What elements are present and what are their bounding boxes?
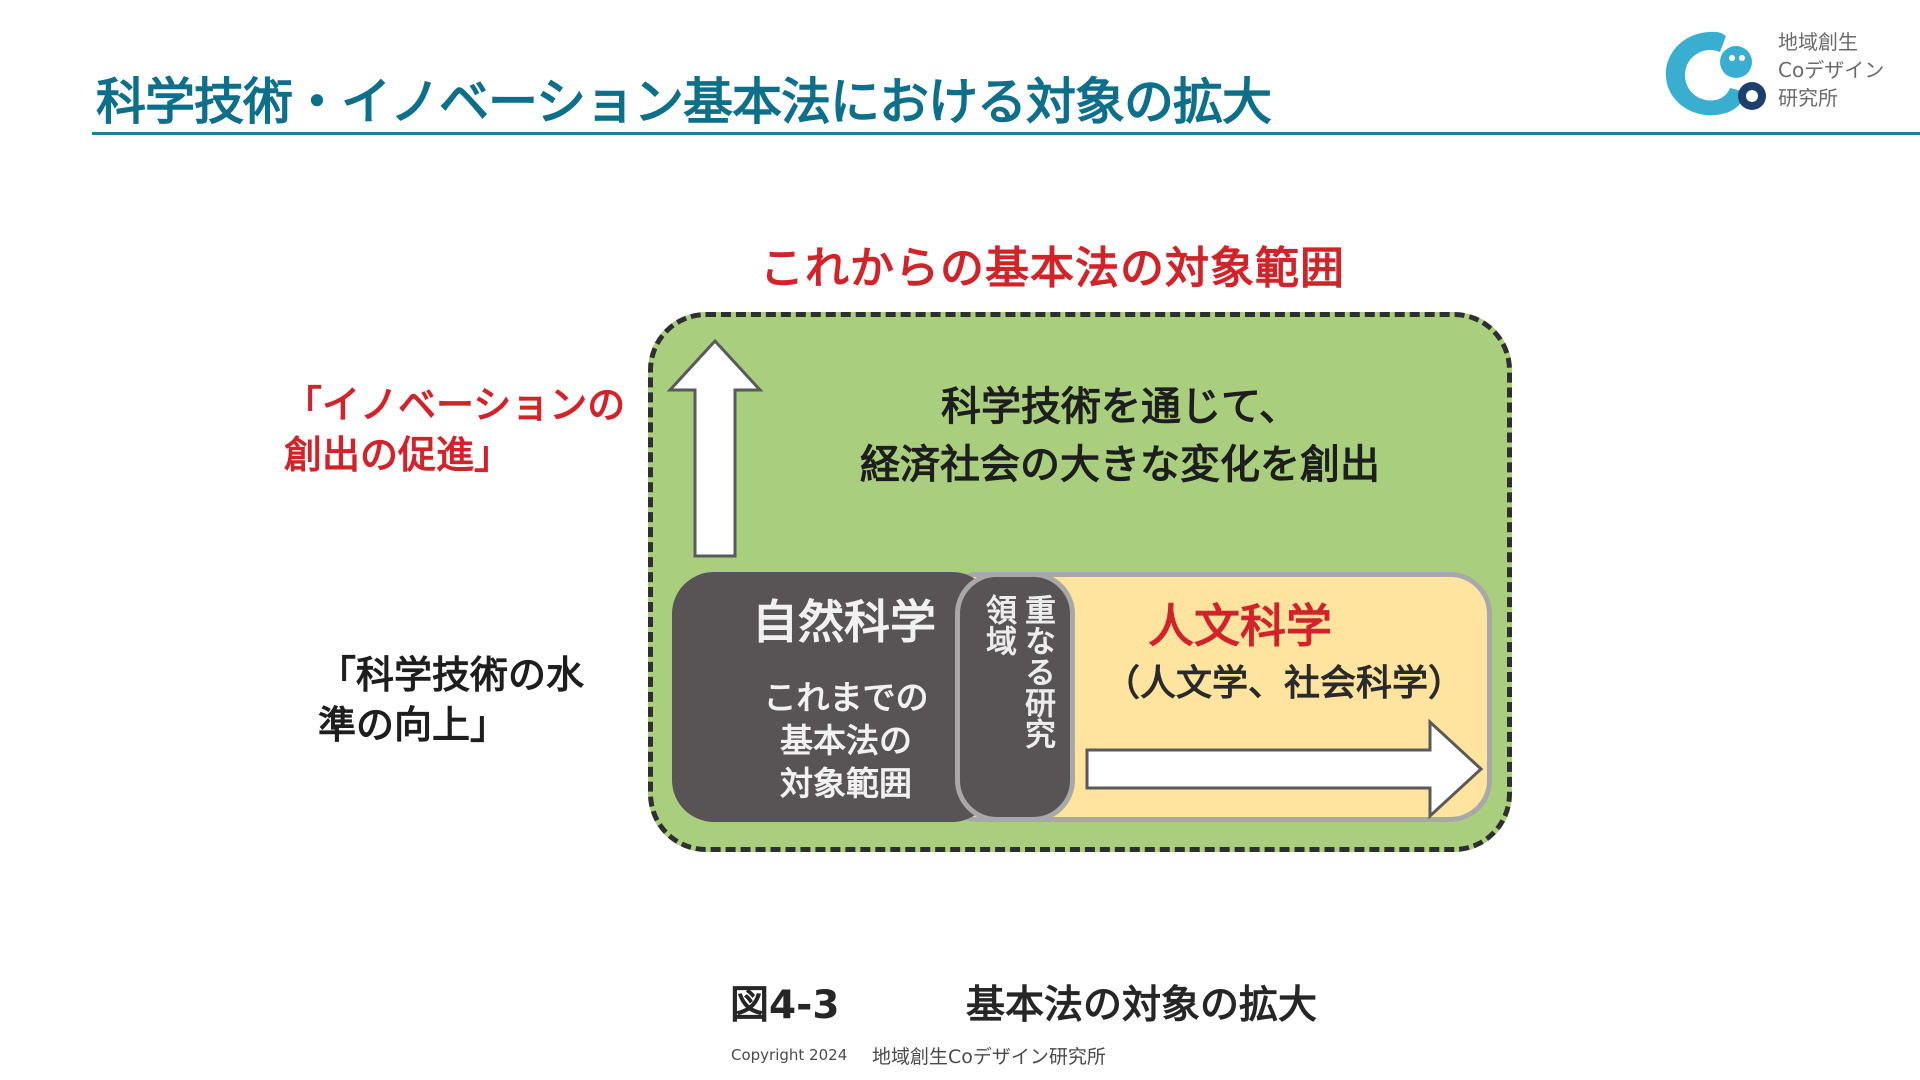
innovation-label: 「イノベーションの 創出の促進」 — [284, 380, 625, 480]
logo-wordmark: 地域創生 Coデザイン 研究所 — [1778, 28, 1884, 112]
logo-line: 研究所 — [1778, 86, 1838, 110]
figure-number: 図4-3 — [730, 983, 840, 1028]
slide-title: 科学技術・イノベーション基本法における対象の拡大 — [96, 73, 1272, 131]
scope-heading: これからの基本法の対象範囲 — [760, 243, 1345, 294]
science-level-label-line: 準の向上」 — [318, 703, 509, 747]
previous-scope-line: これまでの — [763, 678, 929, 717]
innovation-label-line: 創出の促進」 — [284, 433, 513, 477]
logo-line: 地域創生 — [1778, 30, 1858, 54]
natural-science-region — [672, 572, 994, 822]
logo-icon — [1665, 31, 1766, 116]
humanities-title: 人文科学 — [1148, 599, 1332, 653]
goal-line: 科学技術を通じて、 — [941, 384, 1299, 430]
humanities-subtitle: （人文学、社会科学） — [1104, 663, 1465, 704]
science-level-label-line: 「科学技術の水 — [318, 653, 585, 697]
previous-scope-line: 対象範囲 — [780, 764, 912, 803]
innovation-label-line: 「イノベーションの — [284, 383, 626, 427]
science-level-label: 「科学技術の水 準の向上」 — [318, 650, 584, 750]
natural-science-title: 自然科学 — [752, 595, 936, 649]
goal-statement: 科学技術を通じて、 経済社会の大きな変化を創出 — [770, 378, 1470, 494]
overlap-region — [955, 572, 1075, 822]
right-arrow-icon — [1085, 718, 1484, 820]
previous-scope-label: これまでの 基本法の 対象範囲 — [736, 676, 956, 805]
up-arrow-icon — [666, 338, 764, 558]
previous-scope-line: 基本法の — [780, 721, 912, 760]
footer-copyright: Copyright 2024 — [731, 1046, 848, 1064]
goal-line: 経済社会の大きな変化を創出 — [860, 442, 1380, 488]
overlap-label: 重なる研究領域 — [980, 594, 1055, 749]
figure-caption: 基本法の対象の拡大 — [966, 983, 1318, 1028]
title-divider — [92, 132, 1920, 135]
logo-line: Coデザイン — [1778, 58, 1885, 82]
footer-organization: 地域創生Coデザイン研究所 — [872, 1046, 1106, 1068]
